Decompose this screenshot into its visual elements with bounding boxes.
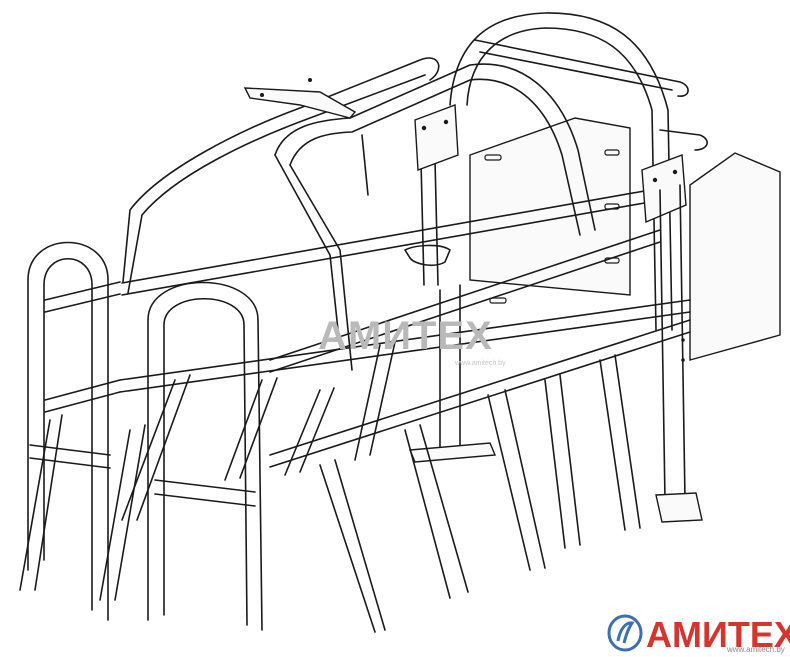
side-struts (284, 341, 396, 476)
logo-text: АМИТЕХ (646, 614, 790, 655)
middle-post (404, 104, 497, 463)
floor-legs (319, 354, 641, 633)
long-rails (119, 189, 691, 468)
top-rails (122, 39, 708, 294)
watermark-site: www.amitech.by (455, 360, 506, 367)
front-loop-left (19, 241, 121, 621)
front-loop-right (99, 281, 278, 631)
back-panel (469, 117, 631, 304)
logo-ring-icon (607, 614, 643, 652)
top-latch (243, 78, 357, 119)
right-post (641, 154, 703, 523)
rear-plate (689, 152, 781, 361)
rear-top-arch (449, 12, 673, 331)
middle-hoop (274, 63, 596, 371)
logo-site: www.amitech.by (727, 645, 785, 654)
watermark-text: АМИТЕХ (318, 314, 493, 358)
